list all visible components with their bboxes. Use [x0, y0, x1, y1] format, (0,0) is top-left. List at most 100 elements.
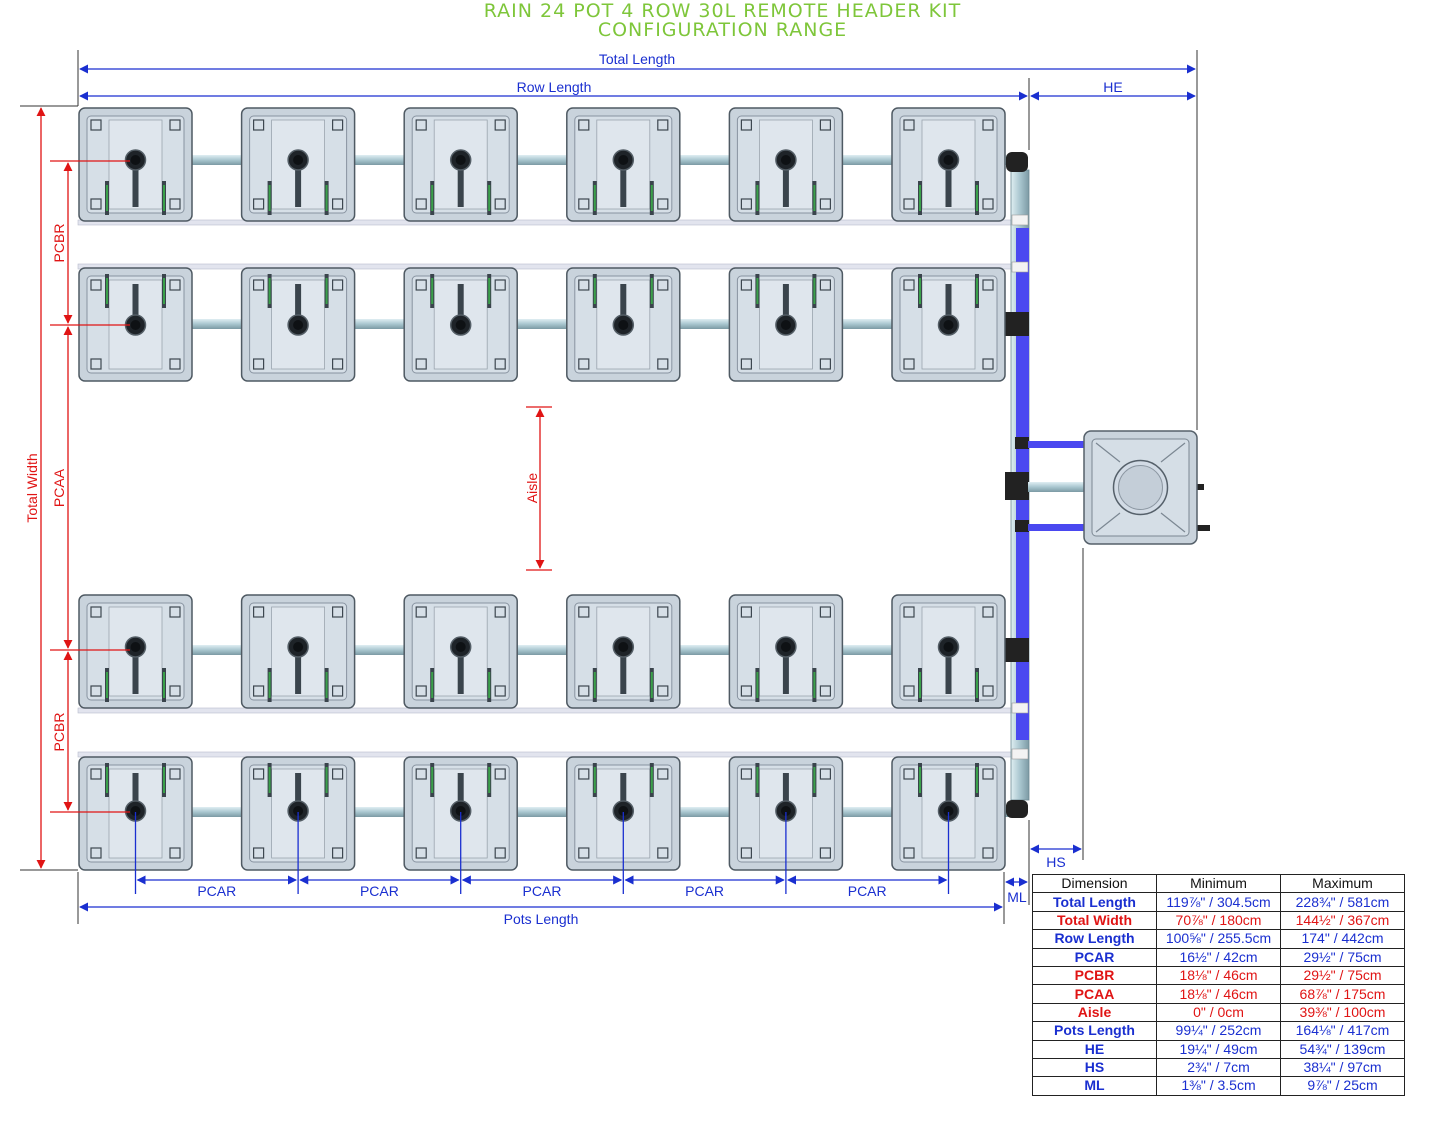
pot: [240, 107, 356, 222]
total-width-label: Total Width: [24, 453, 40, 522]
pcar-label: PCAR: [848, 883, 887, 899]
dimension-name: Aisle: [1032, 1002, 1157, 1023]
dimension-minimum: 0" / 0cm: [1156, 1002, 1281, 1023]
col-dimension: Dimension: [1032, 873, 1157, 894]
pcar-label: PCAR: [685, 883, 724, 899]
pot: [78, 267, 193, 382]
pot: [403, 267, 518, 382]
diagram-title: RAIN 24 POT 4 ROW 30L REMOTE HEADER KIT …: [0, 2, 1445, 40]
dimension-minimum: 19¼" / 49cm: [1156, 1039, 1281, 1059]
dimension-maximum: 174" / 442cm: [1280, 929, 1405, 949]
pcar-label: PCAR: [197, 883, 236, 899]
aisle-label: Aisle: [524, 473, 540, 504]
header-connections: [1028, 441, 1210, 531]
pot: [891, 107, 1006, 222]
col-minimum: Minimum: [1156, 873, 1281, 894]
dimension-maximum: 144½" / 367cm: [1280, 910, 1405, 931]
dimension-maximum: 29½" / 75cm: [1280, 965, 1405, 986]
dimension-maximum: 164⅛" / 417cm: [1280, 1021, 1405, 1041]
pot: [891, 267, 1006, 382]
dimension-table-header: Dimension Minimum Maximum: [1032, 873, 1405, 894]
drain-lines: [77, 219, 1019, 758]
dimension-name: PCBR: [1032, 965, 1157, 986]
dimension-maximum: 39⅜" / 100cm: [1280, 1002, 1405, 1023]
dimension-minimum: 119⅞" / 304.5cm: [1156, 892, 1281, 912]
row-length-label: Row Length: [517, 79, 592, 95]
col-maximum: Maximum: [1280, 873, 1405, 894]
drain-line-2: [77, 263, 1019, 270]
pot: [403, 107, 518, 222]
pcar-dims: PCAR PCAR PCAR PCAR PCAR: [134, 812, 950, 899]
title-line-2: CONFIGURATION RANGE: [597, 19, 848, 41]
dimension-minimum: 100⅝" / 255.5cm: [1156, 929, 1281, 949]
pot: [240, 594, 356, 709]
pcar-label: PCAR: [360, 883, 399, 899]
row-pipes: [130, 155, 1010, 817]
dimension-minimum: 1⅜" / 3.5cm: [1156, 1076, 1281, 1096]
pot: [240, 267, 356, 382]
hs-label: HS: [1046, 854, 1065, 870]
pot: [78, 107, 193, 222]
total-length-label: Total Length: [599, 51, 675, 67]
dimension-maximum: 68⅞" / 175cm: [1280, 984, 1405, 1004]
drain-line-3: [77, 707, 1019, 714]
dimension-minimum: 70⅞" / 180cm: [1156, 910, 1281, 931]
dimension-name: Total Width: [1032, 910, 1157, 931]
reservoir: [1083, 430, 1198, 545]
dimension-maximum: 9⅞" / 25cm: [1280, 1076, 1405, 1096]
ml-label: ML: [1007, 889, 1027, 905]
dimension-maximum: 228¾" / 581cm: [1280, 892, 1405, 912]
dimension-name: HE: [1032, 1039, 1157, 1059]
pot: [566, 594, 681, 709]
pot: [403, 594, 518, 709]
dimension-maximum: 54¾" / 139cm: [1280, 1039, 1405, 1059]
dimension-minimum: 18⅛" / 46cm: [1156, 984, 1281, 1004]
he-label: HE: [1103, 79, 1122, 95]
pcar-label: PCAR: [523, 883, 562, 899]
pcaa-label: PCAA: [51, 468, 67, 507]
dimension-name: Pots Length: [1032, 1021, 1157, 1041]
pots-grid: [78, 107, 1006, 871]
pot: [891, 594, 1006, 709]
dimension-name: ML: [1032, 1076, 1157, 1096]
pot-center-ticks: [50, 160, 130, 813]
dimension-minimum: 18⅛" / 46cm: [1156, 965, 1281, 986]
dimension-name: PCAA: [1032, 984, 1157, 1004]
dimension-maximum: 29½" / 75cm: [1280, 947, 1405, 967]
pot: [728, 267, 844, 382]
dimension-maximum: 38¼" / 97cm: [1280, 1057, 1405, 1078]
pot: [566, 267, 681, 382]
dimension-minimum: 16½" / 42cm: [1156, 947, 1281, 967]
pot: [78, 594, 193, 709]
dimension-name: HS: [1032, 1057, 1157, 1078]
title-line-1: RAIN 24 POT 4 ROW 30L REMOTE HEADER KIT: [483, 0, 962, 22]
dimension-minimum: 99¼" / 252cm: [1156, 1021, 1281, 1041]
dimension-name: Row Length: [1032, 929, 1157, 949]
extension-lines: [20, 50, 1198, 924]
dimension-name: PCAR: [1032, 947, 1157, 967]
drain-line-4: [77, 751, 1019, 758]
pot: [566, 107, 681, 222]
pcbr-label-bottom: PCBR: [51, 713, 67, 752]
vertical-manifold: [1005, 152, 1030, 818]
pcbr-label-top: PCBR: [51, 224, 67, 263]
dimension-name: Total Length: [1032, 892, 1157, 912]
pots-length-label: Pots Length: [504, 911, 579, 927]
pot: [728, 107, 844, 222]
pot: [728, 594, 844, 709]
drain-line-1: [77, 219, 1019, 226]
dimension-minimum: 2¾" / 7cm: [1156, 1057, 1281, 1078]
